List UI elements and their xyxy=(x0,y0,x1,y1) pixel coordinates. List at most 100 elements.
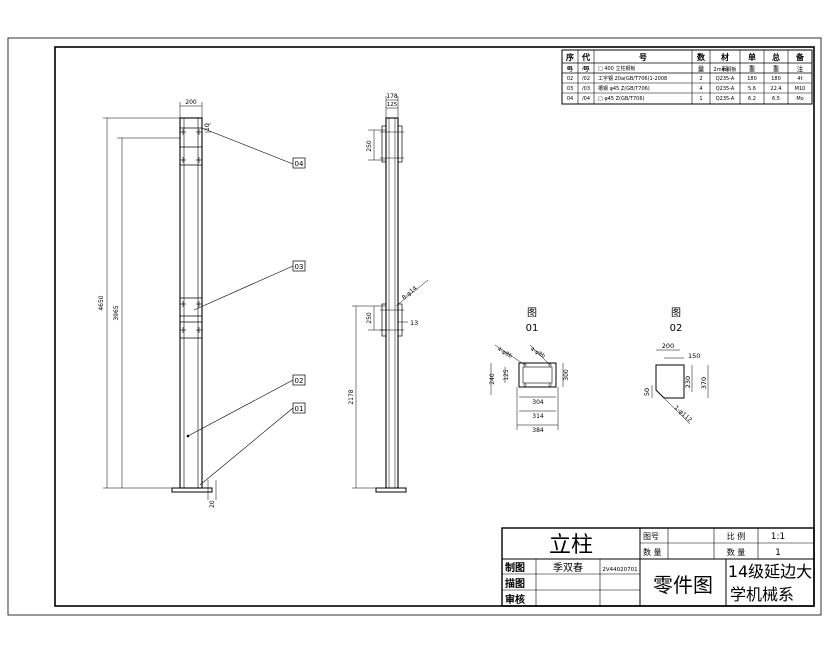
detail-01-dim-125: 125 xyxy=(503,369,510,381)
title-drawing-type: 零件图 xyxy=(653,573,713,597)
title-school-line2: 学机械系 xyxy=(730,585,794,604)
outer-border xyxy=(7,37,822,616)
title-row-draw: 制图 xyxy=(505,561,525,574)
title-part-name: 立柱 xyxy=(549,533,593,558)
detail-02-dim-370: 370 xyxy=(700,377,708,389)
front-top-dim: 200 xyxy=(185,99,197,106)
detail-01-dim-314: 314 xyxy=(532,413,544,420)
pl-h-unitw: 单 xyxy=(748,52,756,62)
detail-02-dim-230: 230 xyxy=(684,376,692,388)
front-view: 200 10 4650 3965 20 xyxy=(98,99,217,508)
pl-h2-mat: 料 xyxy=(722,64,729,73)
pl-r3-name: 槽钢 φ45 Z(GB/T706) xyxy=(598,85,650,92)
balloon-03: 03 xyxy=(292,260,306,272)
side-top-dim: 178 xyxy=(386,93,398,100)
side-top-dim2: 125 xyxy=(387,102,398,108)
front-small-dim: 10 xyxy=(204,123,211,131)
pl-r1-code: /01 xyxy=(582,66,590,72)
title-label-scale: 比 例 xyxy=(727,531,746,541)
pl-h2-code: 号 xyxy=(583,65,590,73)
detail-01: 图 01 4-φ8b 4-φ8b 240 125 300 304 314 384 xyxy=(489,307,570,434)
parts-list-table: 序 代 号 数 材 单 总 备 号 号 量 料 重 重 注 01 /01 □ 4… xyxy=(561,49,813,105)
title-quantity: 1 xyxy=(775,548,781,558)
pl-r1-name: □ 400 立柱钢板 xyxy=(598,65,635,72)
pl-r4-code: /04 xyxy=(582,96,590,102)
pl-r3-mat: Q235-A xyxy=(716,86,735,92)
pl-r2-qty: 2 xyxy=(699,76,702,82)
side-view: 178 125 250 250 8-φ14 13 2178 xyxy=(348,93,429,493)
side-dim-13: 13 xyxy=(410,319,418,327)
pl-r2-note: 4t xyxy=(797,76,802,82)
pl-r3-totalw: 22.4 xyxy=(770,86,781,92)
detail-01-dim-384: 384 xyxy=(532,427,544,434)
detail-01-hole-left: 4-φ8b xyxy=(496,347,513,361)
pl-r3-unitw: 5.6 xyxy=(748,86,756,92)
pl-h-name: 号 xyxy=(639,53,647,62)
title-row-desc: 描图 xyxy=(505,577,525,590)
title-school-line1: 14级延边大 xyxy=(728,562,812,581)
pl-r3-note: M10 xyxy=(795,86,806,92)
inner-border xyxy=(54,46,815,607)
balloon-leaders xyxy=(187,127,294,486)
pl-h-note: 备 xyxy=(795,52,805,62)
pl-r3-code: /03 xyxy=(582,86,590,92)
pl-r4-unitw: 6.2 xyxy=(748,96,756,102)
pl-r2-totalw: 180 xyxy=(771,76,781,82)
svg-text:02: 02 xyxy=(295,377,304,385)
detail-02-hole: 1-φ112 xyxy=(673,404,694,424)
svg-text:04: 04 xyxy=(295,160,304,168)
pl-r4-seq: 04 xyxy=(567,96,573,102)
front-inner-height: 3965 xyxy=(113,305,120,320)
balloon-02: 02 xyxy=(292,374,306,386)
pl-h2-seq: 号 xyxy=(567,65,574,73)
pl-r4-mat: Q235-A xyxy=(716,96,735,102)
pl-r2-seq: 02 xyxy=(567,76,573,82)
pl-h2-note: 注 xyxy=(797,64,804,73)
side-dim-mid: 250 xyxy=(366,312,373,324)
pl-h2-qty: 量 xyxy=(698,65,705,73)
detail-01-dim-300: 300 xyxy=(563,369,570,381)
pl-r1-mat: 2mm钢板 xyxy=(714,66,737,73)
side-hole-label: 8-φ14 xyxy=(401,285,419,302)
detail-01-hole-right: 4-φ8b xyxy=(529,347,546,361)
pl-r2-mat: Q235-A xyxy=(716,76,735,82)
detail-01-number: 01 xyxy=(526,323,539,334)
front-overall-height: 4650 xyxy=(98,295,105,310)
pl-r4-qty: 1 xyxy=(699,96,702,102)
detail-02: 图 02 200 150 50 230 370 1-φ112 xyxy=(643,307,709,425)
balloon-04: 04 xyxy=(292,157,306,169)
pl-r3-seq: 03 xyxy=(567,86,573,92)
detail-02-dim-50: 50 xyxy=(643,388,651,396)
pl-h-qty: 数 xyxy=(697,52,706,62)
detail-01-dim-304: 304 xyxy=(532,399,544,406)
pl-r4-name: □ φ45 Z(GB/T706) xyxy=(598,96,645,102)
title-designer: 季双春 xyxy=(553,562,583,574)
detail-01-dim-240: 240 xyxy=(489,373,496,385)
pl-h2-unitw: 重 xyxy=(749,65,756,73)
detail-02-number: 02 xyxy=(670,323,683,334)
side-height-2178: 2178 xyxy=(348,389,355,404)
title-row-check: 审核 xyxy=(505,593,525,606)
pl-r2-code: /02 xyxy=(582,76,590,82)
title-block: 立柱 图号 数 量 比 例 1:1 数 量 1 制图 描图 审核 季双春 2V4… xyxy=(501,527,815,607)
pl-r1-seq: 01 xyxy=(567,66,573,72)
front-base-dim: 20 xyxy=(209,500,216,508)
pl-r3-qty: 4 xyxy=(699,86,702,92)
pl-h-totalw: 总 xyxy=(772,52,780,62)
title-label-drawing-no: 图号 xyxy=(643,532,659,541)
title-scale: 1:1 xyxy=(771,532,785,542)
pl-h-seq: 序 xyxy=(566,52,574,62)
title-quantity-label2: 数 量 xyxy=(727,547,746,557)
detail-02-dim-200: 200 xyxy=(662,342,674,350)
detail-01-title: 图 xyxy=(527,307,537,319)
svg-text:01: 01 xyxy=(295,405,304,413)
pl-r4-totalw: 6.5 xyxy=(772,96,780,102)
balloon-01: 01 xyxy=(292,402,306,414)
svg-text:03: 03 xyxy=(295,263,304,271)
pl-h-code: 代 xyxy=(581,52,590,62)
detail-02-title: 图 xyxy=(671,307,681,319)
pl-h-mat: 材 xyxy=(721,52,729,62)
side-dim-upper: 250 xyxy=(366,140,373,152)
pl-h2-totalw: 重 xyxy=(773,65,780,73)
